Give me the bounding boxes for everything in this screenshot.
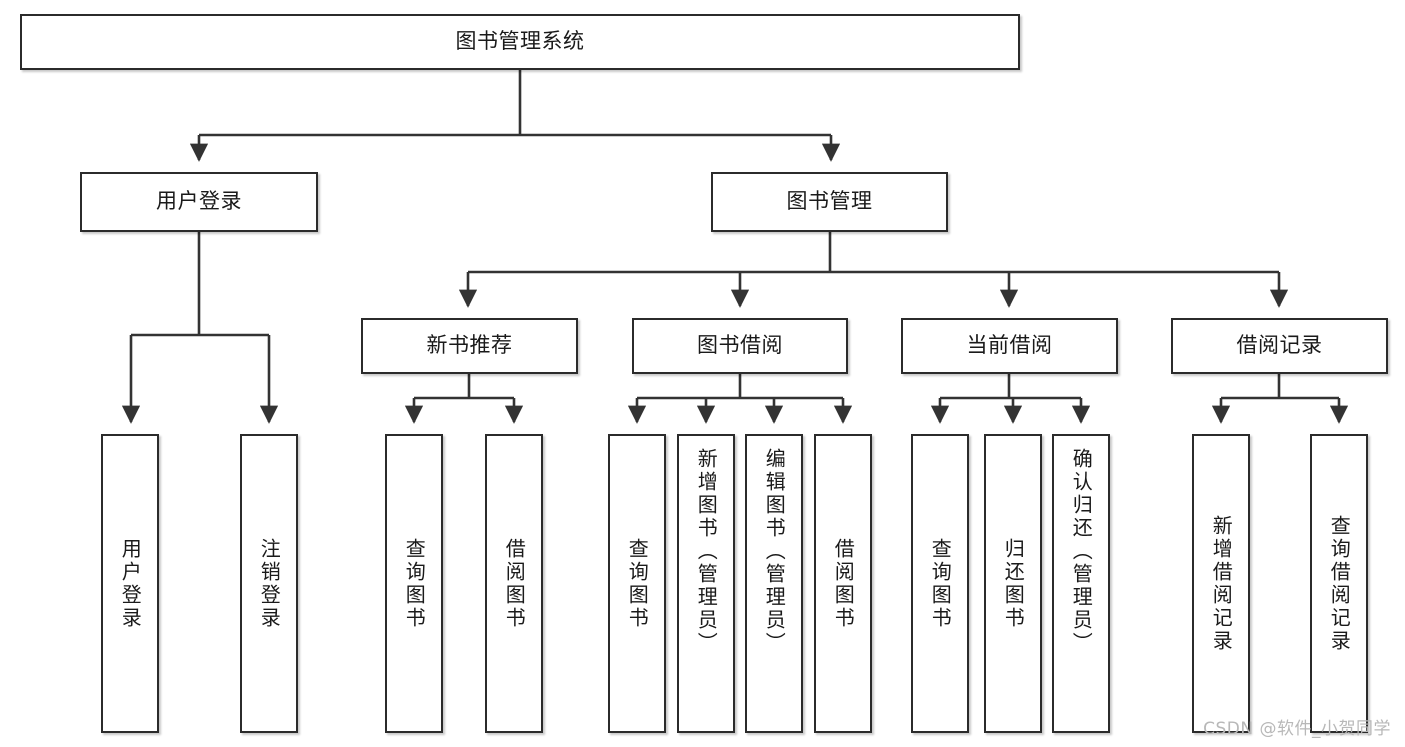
node-book-manage[interactable]: 图书管理 xyxy=(711,172,948,232)
node-root-label: 图书管理系统 xyxy=(455,29,585,54)
node-leaf-add-book[interactable]: 新增图书（管理员） xyxy=(677,434,735,733)
node-book-borrow[interactable]: 图书借阅 xyxy=(632,318,848,374)
node-leaf-query-borrow-record[interactable]: 查询借阅记录 xyxy=(1310,434,1368,733)
node-leaf-confirm-return[interactable]: 确认归还（管理员） xyxy=(1052,434,1110,733)
node-user-login-label: 用户登录 xyxy=(156,189,242,214)
node-new-book-recommend-label: 新书推荐 xyxy=(426,333,513,358)
node-leaf-borrow-book-1[interactable]: 借阅图书 xyxy=(485,434,543,733)
node-leaf-query-book-2[interactable]: 查询图书 xyxy=(608,434,666,733)
node-leaf-edit-book-label: 编辑图书（管理员） xyxy=(762,448,787,655)
node-new-book-recommend[interactable]: 新书推荐 xyxy=(361,318,578,374)
node-book-borrow-label: 图书借阅 xyxy=(697,333,783,358)
node-leaf-query-book-1[interactable]: 查询图书 xyxy=(385,434,443,733)
node-leaf-confirm-return-label: 确认归还（管理员） xyxy=(1069,448,1094,655)
node-book-manage-label: 图书管理 xyxy=(786,189,873,214)
node-leaf-user-login-label: 用户登录 xyxy=(118,537,143,630)
node-borrow-record[interactable]: 借阅记录 xyxy=(1171,318,1388,374)
node-leaf-user-logout-label: 注销登录 xyxy=(257,537,282,630)
node-user-login[interactable]: 用户登录 xyxy=(80,172,318,232)
node-root[interactable]: 图书管理系统 xyxy=(20,14,1020,70)
node-leaf-borrow-book-2-label: 借阅图书 xyxy=(831,537,856,630)
node-leaf-add-borrow-record[interactable]: 新增借阅记录 xyxy=(1192,434,1250,733)
node-leaf-add-borrow-record-label: 新增借阅记录 xyxy=(1209,514,1234,653)
node-leaf-borrow-book-2[interactable]: 借阅图书 xyxy=(814,434,872,733)
node-current-borrow[interactable]: 当前借阅 xyxy=(901,318,1118,374)
node-borrow-record-label: 借阅记录 xyxy=(1236,333,1323,358)
node-leaf-return-book[interactable]: 归还图书 xyxy=(984,434,1042,733)
node-leaf-query-book-1-label: 查询图书 xyxy=(402,537,427,630)
node-leaf-user-logout[interactable]: 注销登录 xyxy=(240,434,298,733)
node-leaf-query-borrow-record-label: 查询借阅记录 xyxy=(1327,514,1352,653)
node-leaf-query-book-2-label: 查询图书 xyxy=(625,537,650,630)
node-leaf-return-book-label: 归还图书 xyxy=(1001,537,1026,630)
node-leaf-edit-book[interactable]: 编辑图书（管理员） xyxy=(745,434,803,733)
node-leaf-borrow-book-1-label: 借阅图书 xyxy=(502,537,527,630)
node-current-borrow-label: 当前借阅 xyxy=(966,333,1053,358)
node-leaf-query-book-3[interactable]: 查询图书 xyxy=(911,434,969,733)
node-leaf-user-login[interactable]: 用户登录 xyxy=(101,434,159,733)
node-leaf-add-book-label: 新增图书（管理员） xyxy=(694,448,719,655)
node-leaf-query-book-3-label: 查询图书 xyxy=(928,537,953,630)
